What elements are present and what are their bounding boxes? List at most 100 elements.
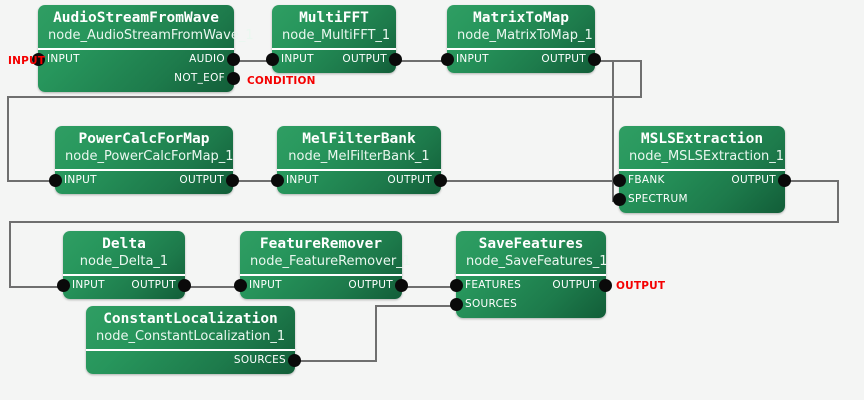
node-title: ConstantLocalization (103, 311, 278, 327)
input-port-dot[interactable] (450, 298, 463, 311)
input-port-dot[interactable] (32, 53, 45, 66)
input-port-dot[interactable] (266, 53, 279, 66)
node-ports: INPUT OUTPUT (266, 50, 402, 73)
node-ports: SOURCES (86, 351, 301, 374)
input-port-dot[interactable] (613, 174, 626, 187)
node-title: MSLSExtraction (640, 131, 764, 147)
port-row: INPUT OUTPUT (266, 50, 402, 69)
output-port-label: OUTPUT (348, 279, 393, 291)
output-port-dot[interactable] (389, 53, 402, 66)
input-port-label: FBANK (628, 174, 665, 186)
input-port-label: INPUT (64, 174, 97, 186)
output-port-label: NOT_EOF (174, 72, 225, 84)
node-subtitle: node_Delta_1 (79, 254, 169, 269)
port-row: SPECTRUM (613, 190, 785, 209)
node-header: AudioStreamFromWave node_AudioStreamFromW… (38, 5, 254, 50)
input-port-label: INPUT (281, 53, 314, 65)
node-subtitle: node_AudioStreamFromWave_1 (48, 28, 254, 43)
output-port-label: SOURCES (233, 354, 286, 366)
node-title: FeatureRemover (259, 236, 383, 252)
node-audiostreamfromwave[interactable]: AudioStreamFromWave node_AudioStreamFromW… (32, 5, 254, 92)
output-port-dot[interactable] (599, 279, 612, 292)
node-header: ConstantLocalization node_ConstantLocaliz… (86, 306, 295, 351)
external-label-condition: CONDITION (247, 75, 316, 87)
input-port-dot[interactable] (234, 279, 247, 292)
node-constantlocalization[interactable]: ConstantLocalization node_ConstantLocaliz… (86, 306, 301, 374)
node-header: Delta node_Delta_1 (63, 231, 185, 276)
input-port-label: INPUT (456, 53, 489, 65)
node-title: Delta (102, 236, 146, 252)
port-row: NOT_EOF (38, 69, 240, 88)
node-title: PowerCalcForMap (78, 131, 210, 147)
node-title: MelFilterBank (302, 131, 416, 147)
node-header: SaveFeatures node_SaveFeatures_1 (456, 231, 608, 276)
output-port-dot[interactable] (226, 174, 239, 187)
input-port-label: SPECTRUM (628, 193, 688, 205)
port-row: SOURCES (450, 295, 606, 314)
output-port-dot[interactable] (778, 174, 791, 187)
node-subtitle: node_SaveFeatures_1 (466, 254, 608, 269)
output-port-dot[interactable] (227, 72, 240, 85)
input-port-dot[interactable] (613, 193, 626, 206)
node-title: SaveFeatures (478, 236, 584, 252)
node-title: MatrixToMap (472, 10, 570, 26)
external-label-graph-input: INPUT (8, 55, 46, 67)
port-row: INPUT OUTPUT (49, 171, 239, 190)
node-title: MultiFFT (299, 10, 369, 26)
input-port-label: INPUT (47, 53, 80, 65)
node-subtitle: node_MelFilterBank_1 (288, 149, 430, 164)
port-row: INPUT OUTPUT (57, 276, 191, 295)
node-subtitle: node_FeatureRemover_1 (250, 254, 411, 269)
node-subtitle: node_MSLSExtraction_1 (629, 149, 785, 164)
input-port-dot[interactable] (49, 174, 62, 187)
output-port-dot[interactable] (227, 53, 240, 66)
output-port-label: OUTPUT (342, 53, 387, 65)
output-port-dot[interactable] (395, 279, 408, 292)
output-port-label: OUTPUT (552, 279, 597, 291)
port-row: SOURCES (86, 351, 301, 370)
input-port-label: INPUT (72, 279, 105, 291)
node-subtitle: node_MatrixToMap_1 (457, 28, 593, 43)
node-header: MatrixToMap node_MatrixToMap_1 (447, 5, 595, 50)
output-port-dot[interactable] (178, 279, 191, 292)
input-port-label: SOURCES (465, 298, 518, 310)
input-port-dot[interactable] (450, 279, 463, 292)
port-row: INPUT AUDIO (32, 50, 240, 69)
output-port-dot[interactable] (288, 354, 301, 367)
output-port-dot[interactable] (588, 53, 601, 66)
node-ports: INPUT OUTPUT (49, 171, 239, 194)
wire-constantlocalization-to-sources[interactable] (295, 305, 456, 362)
node-header: MultiFFT node_MultiFFT_1 (272, 5, 396, 50)
output-port-label: OUTPUT (131, 279, 176, 291)
input-port-dot[interactable] (57, 279, 70, 292)
external-label-graph-output: OUTPUT (616, 280, 666, 292)
node-ports: INPUT OUTPUT (57, 276, 191, 299)
node-subtitle: node_PowerCalcForMap_1 (65, 149, 234, 164)
output-port-dot[interactable] (434, 174, 447, 187)
input-port-dot[interactable] (271, 174, 284, 187)
output-port-label: OUTPUT (179, 174, 224, 186)
node-ports: INPUT AUDIO NOT_EOF (32, 50, 240, 92)
node-subtitle: node_ConstantLocalization_1 (96, 329, 286, 344)
input-port-dot[interactable] (441, 53, 454, 66)
node-title: AudioStreamFromWave (53, 10, 219, 26)
node-subtitle: node_MultiFFT_1 (282, 28, 391, 43)
output-port-label: AUDIO (189, 53, 225, 65)
